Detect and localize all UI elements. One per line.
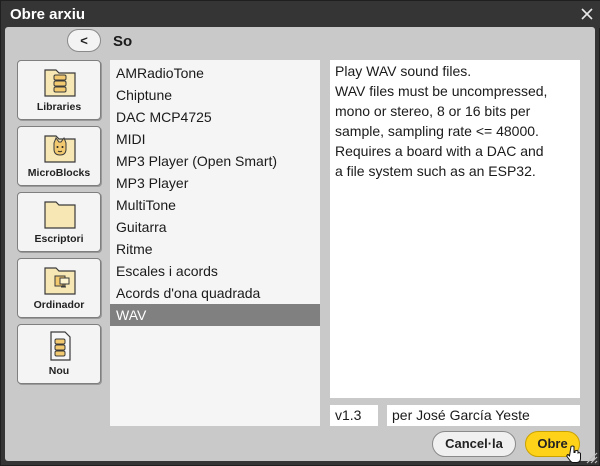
- title-bar[interactable]: Obre arxiu: [1, 1, 600, 28]
- sidebar-item-escriptori[interactable]: Escriptori: [17, 192, 101, 252]
- sidebar-item-ordinador[interactable]: Ordinador: [17, 258, 101, 318]
- file-list-item[interactable]: WAV: [110, 304, 320, 326]
- author-field: per José García Yeste: [387, 405, 580, 426]
- sidebar-item-label: Ordinador: [33, 299, 85, 311]
- window-title: Obre arxiu: [10, 6, 86, 23]
- sidebar-item-libraries[interactable]: Libraries: [17, 60, 101, 120]
- file-list-item[interactable]: DAC MCP4725: [116, 109, 212, 125]
- file-list-item[interactable]: MultiTone: [116, 197, 176, 213]
- file-list-item[interactable]: Guitarra: [116, 219, 167, 235]
- file-list-item[interactable]: Ritme: [116, 241, 153, 257]
- close-icon[interactable]: [579, 6, 595, 22]
- file-list-item[interactable]: MP3 Player: [116, 175, 189, 191]
- hand-cursor-icon: [566, 445, 581, 463]
- file-list-item[interactable]: MP3 Player (Open Smart): [116, 153, 278, 169]
- file-list-item[interactable]: MIDI: [116, 131, 146, 147]
- folder-icon: [44, 201, 76, 229]
- sidebar-item-label: MicroBlocks: [27, 167, 91, 179]
- file-list-item[interactable]: AMRadioTone: [116, 65, 204, 81]
- new-icon: [50, 331, 71, 361]
- sidebar-item-label: Libraries: [36, 101, 82, 113]
- sidebar-item-microblocks[interactable]: MicroBlocks: [17, 126, 101, 186]
- current-folder-label: So: [113, 33, 133, 50]
- computer-folder-icon: [44, 267, 76, 295]
- libraries-icon: [44, 69, 76, 97]
- version-field: v1.3: [330, 405, 378, 426]
- microblocks-icon: [44, 135, 76, 163]
- sidebar-item-nou[interactable]: Nou: [17, 324, 101, 384]
- sidebar-item-label: Escriptori: [34, 233, 84, 245]
- open-button[interactable]: Obre: [525, 431, 580, 457]
- back-button[interactable]: <: [67, 29, 101, 52]
- file-list-item[interactable]: Escales i acords: [116, 263, 218, 279]
- sidebar-item-label: Nou: [48, 365, 70, 377]
- description-panel: Play WAV sound files. WAV files must be …: [330, 60, 580, 398]
- file-list-item[interactable]: Acords d'ona quadrada: [116, 285, 261, 301]
- cancel-button[interactable]: Cancel·la: [432, 431, 516, 457]
- file-list-item[interactable]: Chiptune: [116, 87, 173, 103]
- resize-grip-icon[interactable]: [584, 450, 598, 464]
